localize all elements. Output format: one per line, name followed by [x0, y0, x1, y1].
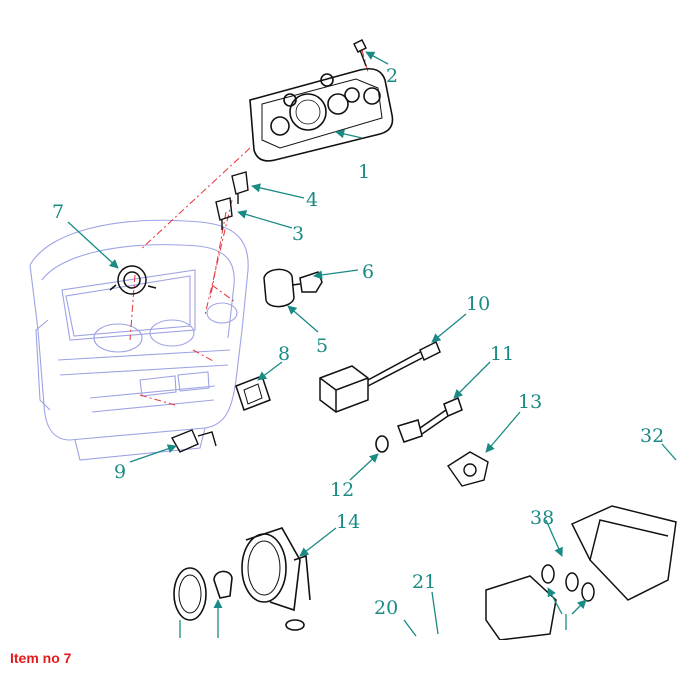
dashboard-housing — [29, 219, 249, 461]
callout-10: 10 — [466, 293, 490, 315]
connector-part — [170, 429, 217, 453]
callout-1: 1 — [358, 161, 370, 183]
headlamp-part — [173, 527, 311, 631]
screw-part — [353, 39, 367, 67]
callout-12: 12 — [330, 479, 354, 501]
sensor-harness-part — [397, 396, 463, 443]
assembly-centerlines — [129, 49, 369, 406]
switch-parts — [215, 171, 249, 230]
instrument-panel-part — [249, 67, 394, 162]
tail-lamp-parts — [485, 505, 677, 640]
callout-14: 14 — [336, 511, 360, 533]
o-ring-part — [375, 435, 389, 453]
bulb-holder-part — [447, 451, 489, 487]
callout-21: 21 — [412, 571, 436, 593]
ignition-switch-part — [263, 268, 323, 308]
callout-leaders — [67, 51, 677, 638]
callout-13: 13 — [518, 391, 542, 413]
callout-38: 38 — [530, 507, 554, 529]
callout-20: 20 — [374, 597, 398, 619]
callout-6: 6 — [362, 261, 374, 283]
callout-5: 5 — [316, 335, 328, 357]
callout-7: 7 — [52, 201, 64, 223]
callout-32: 32 — [640, 425, 664, 447]
gauge-part — [109, 265, 157, 295]
callout-4: 4 — [306, 189, 318, 211]
callout-11: 11 — [490, 343, 514, 365]
callout-8: 8 — [278, 343, 290, 365]
callout-2: 2 — [386, 65, 398, 87]
exploded-parts-diagram: 1 2 3 4 5 6 7 8 9 10 11 12 13 14 20 21 3… — [29, 39, 677, 640]
callout-9: 9 — [114, 461, 126, 483]
callout-3: 3 — [292, 223, 304, 245]
relay-harness-part — [319, 340, 441, 413]
rocker-switch-part — [235, 375, 271, 411]
item-caption: Item no 7 — [10, 650, 72, 666]
